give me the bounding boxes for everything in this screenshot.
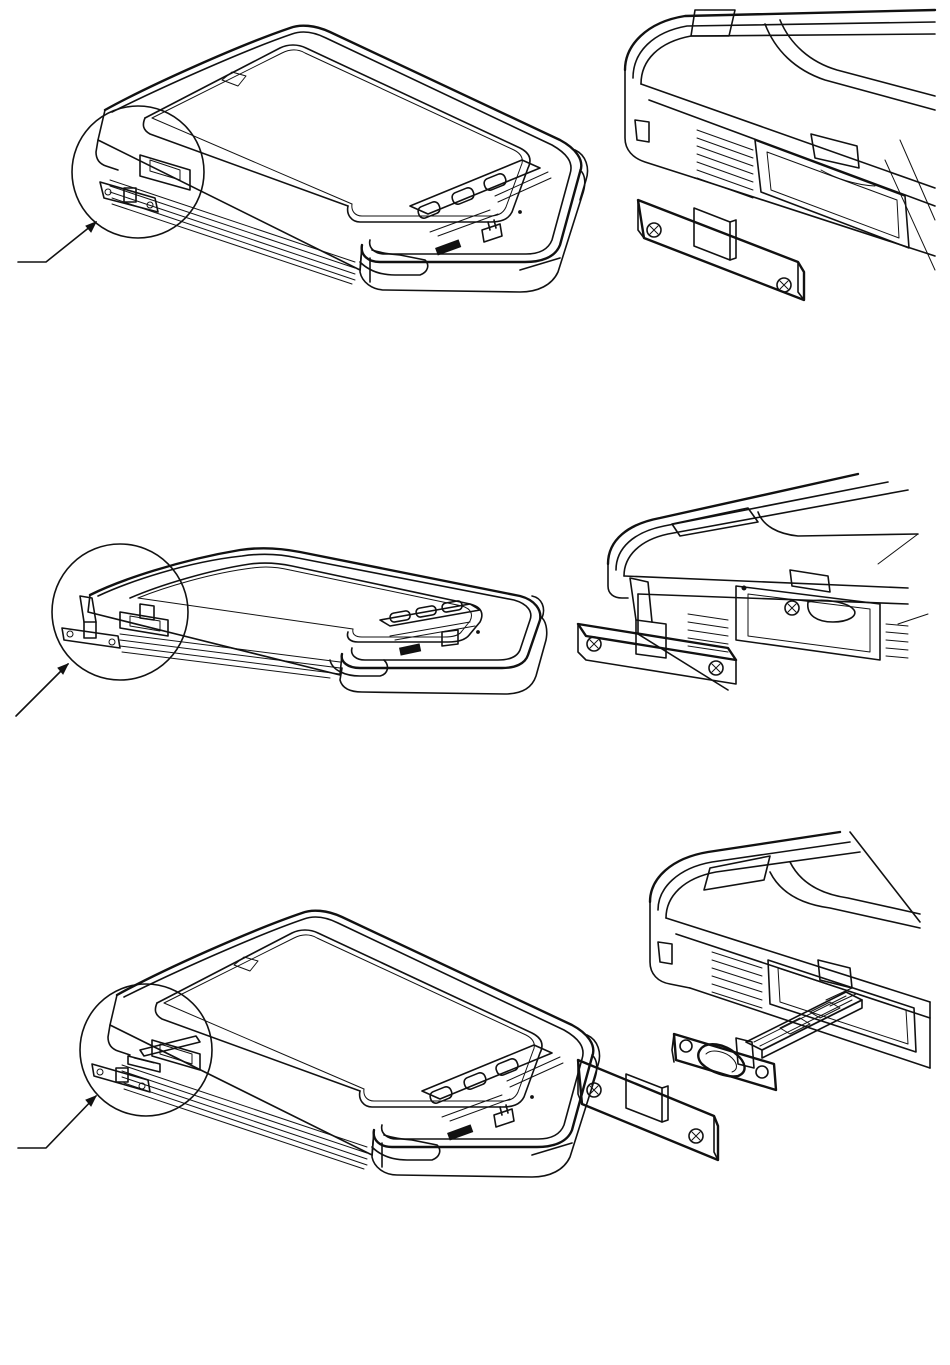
leader-line (18, 222, 96, 262)
leader-line (18, 1096, 96, 1148)
slot-cover-detail (638, 200, 804, 300)
slot-cover-detail (578, 578, 736, 684)
leader-line (16, 664, 68, 716)
leader-arrow-icon (86, 222, 96, 232)
card-tray-handle (672, 1034, 776, 1090)
step-1-overview (18, 26, 588, 292)
step-3-overview (18, 911, 600, 1177)
step-2-detail (578, 474, 928, 690)
detail-callout-circle (72, 106, 204, 238)
slot-cover (92, 1064, 150, 1092)
step-2-overview (16, 544, 547, 716)
step-3-detail (650, 832, 930, 1090)
slot-cover-detail (578, 1060, 718, 1160)
step-1-detail (625, 10, 935, 300)
slot-cover (62, 596, 120, 648)
